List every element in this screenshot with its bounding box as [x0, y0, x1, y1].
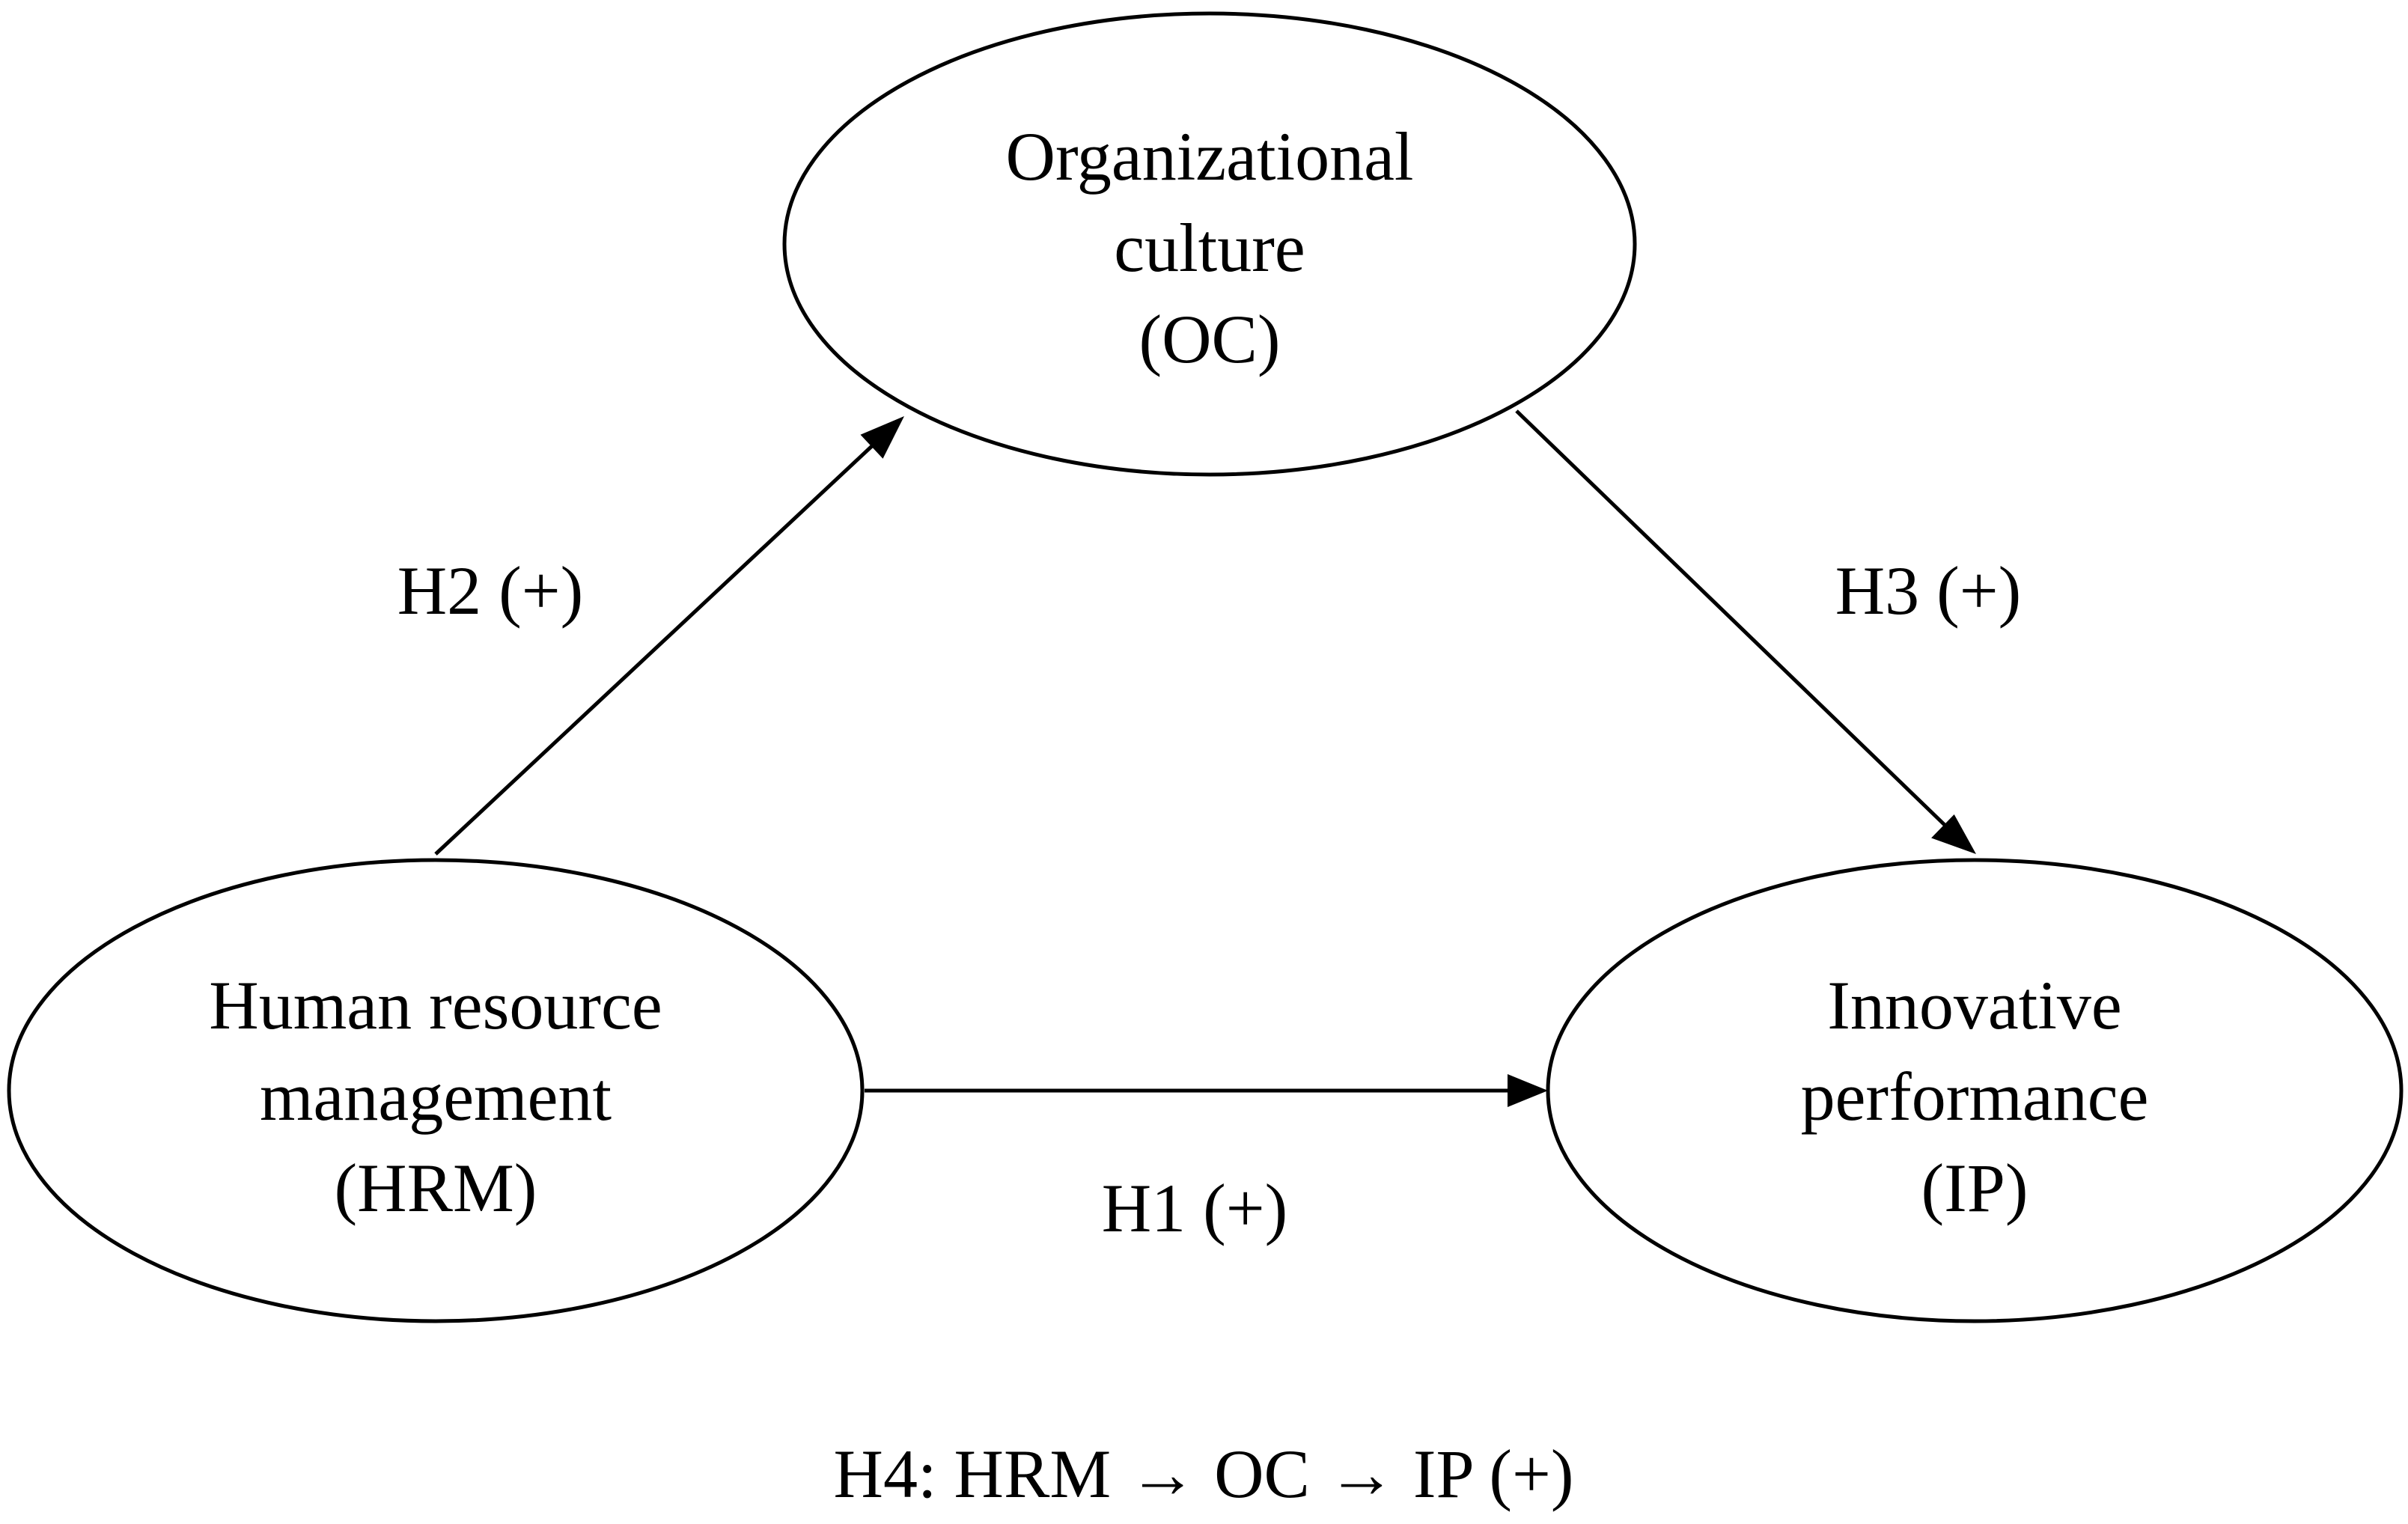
node-innovative-performance: Innovative performance (IP)	[1546, 858, 2404, 1323]
node-hrm-line-3: (HRM)	[335, 1150, 537, 1226]
node-human-resource-management: Human resource management (HRM)	[7, 858, 865, 1323]
node-oc-line-2: culture	[1114, 210, 1305, 286]
node-ip-line-1: Innovative	[1827, 967, 2121, 1043]
edge-h2-label: H2 (+)	[397, 552, 584, 629]
node-ip-line-2: performance	[1801, 1058, 2149, 1135]
node-oc-line-1: Organizational	[1006, 118, 1414, 195]
h4-mediation-note: H4: HRM → OC → IP (+)	[834, 1436, 1574, 1512]
node-oc-ellipse	[782, 11, 1637, 477]
node-organizational-culture: Organizational culture (OC)	[782, 11, 1637, 477]
edge-h2-line	[434, 442, 876, 856]
node-hrm-line-1: Human resource	[209, 967, 662, 1043]
edge-h2-hrm-to-oc: H2 (+)	[397, 416, 904, 856]
node-oc-line-3: (OC)	[1139, 301, 1280, 377]
edge-h3-oc-to-ip: H3 (+)	[1515, 409, 2022, 854]
node-ip-line-3: (IP)	[1921, 1150, 2028, 1226]
node-hrm-ellipse	[7, 858, 865, 1323]
edge-h1-hrm-to-ip: H1 (+)	[865, 1074, 1548, 1246]
edge-h2-arrowhead	[860, 416, 904, 459]
node-hrm-line-2: management	[260, 1058, 612, 1135]
edge-h3-label: H3 (+)	[1835, 552, 2022, 629]
edge-h1-label: H1 (+)	[1102, 1170, 1288, 1246]
edge-h3-line	[1515, 409, 1948, 828]
edge-h3-arrowhead	[1931, 814, 1976, 854]
edge-h1-arrowhead	[1508, 1074, 1548, 1107]
